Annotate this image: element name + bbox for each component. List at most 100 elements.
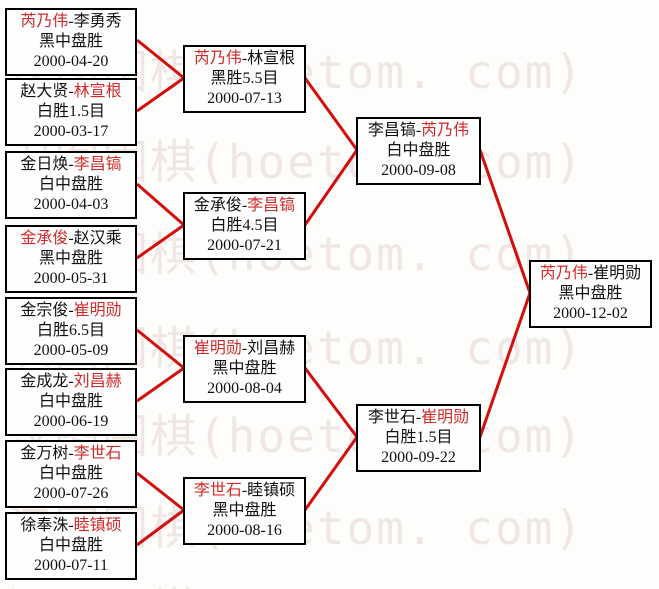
match-result: 白中盘胜: [38, 176, 103, 193]
match-players: 芮乃伟-崔明勋: [531, 264, 650, 284]
watermark-text: 汉图围棋(hoetom. com): [6, 574, 584, 589]
match-players: 崔明勋-刘昌赫: [185, 339, 304, 359]
match-result: 白胜1.5目: [384, 429, 453, 446]
match-players: 芮乃伟-李勇秀: [7, 12, 135, 32]
match-players: 金宗俊-崔明勋: [7, 301, 135, 321]
player1-name: 赵大贤: [20, 83, 69, 100]
match-box-round2-3: 崔明勋-刘昌赫 黑中盘胜 2000-08-04: [183, 335, 306, 403]
name-separator: -: [241, 340, 248, 357]
player2-name: 林宣根: [247, 50, 296, 67]
player2-name: 睦镇硕: [247, 482, 296, 499]
match-box-semifinal-1: 李昌镐-芮乃伟 白中盘胜 2000-09-08: [356, 117, 481, 185]
match-result: 白中盘胜: [386, 142, 451, 159]
match-date: 2000-09-08: [381, 162, 456, 179]
match-players: 金万树-李世石: [7, 444, 135, 464]
match-players: 徐奉洙-睦镇硕: [7, 516, 135, 536]
match-box-round1-8: 徐奉洙-睦镇硕 白中盘胜 2000-07-11: [5, 512, 137, 580]
match-date: 2000-04-03: [33, 196, 109, 213]
match-box-round2-2: 金承俊-李昌镐 白胜4.5目 2000-07-21: [183, 192, 306, 260]
player1-name: 芮乃伟: [193, 50, 242, 67]
match-date: 2000-06-19: [33, 413, 109, 430]
match-players: 李世石-崔明勋: [358, 408, 479, 428]
match-date: 2000-08-16: [207, 522, 282, 539]
player1-name: 金万树: [20, 445, 69, 462]
match-date: 2000-05-31: [33, 270, 109, 287]
player1-name: 李世石: [367, 409, 416, 426]
match-date: 2000-07-11: [33, 557, 109, 574]
match-date: 2000-03-17: [33, 123, 109, 140]
match-players: 芮乃伟-林宣根: [185, 49, 304, 69]
match-result: 黑中盘胜: [212, 360, 277, 377]
match-date: 2000-05-09: [33, 342, 109, 359]
match-players: 金承俊-李昌镐: [185, 196, 304, 216]
player2-name: 睦镇硕: [73, 517, 122, 534]
player1-name: 芮乃伟: [539, 265, 588, 282]
name-separator: -: [68, 302, 74, 319]
name-separator: -: [415, 409, 422, 426]
name-separator: -: [68, 445, 74, 462]
match-result: 白中盘胜: [38, 537, 103, 554]
match-result: 白胜6.5目: [36, 322, 105, 339]
match-date: 2000-07-26: [33, 485, 109, 502]
match-players: 金日焕-李昌镐: [7, 155, 135, 175]
name-separator: -: [587, 265, 594, 282]
player2-name: 林宣根: [73, 83, 122, 100]
match-result: 白胜1.5目: [36, 103, 105, 120]
match-box-round1-4: 金承俊-赵汉乘 黑中盘胜 2000-05-31: [5, 225, 137, 293]
name-separator: -: [68, 13, 74, 30]
match-date: 2000-12-02: [553, 305, 628, 322]
match-date: 2000-07-21: [207, 237, 282, 254]
match-players: 李昌镐-芮乃伟: [358, 121, 479, 141]
name-separator: -: [68, 156, 74, 173]
player2-name: 芮乃伟: [421, 122, 470, 139]
player2-name: 崔明勋: [421, 409, 470, 426]
player1-name: 李世石: [193, 482, 242, 499]
name-separator: -: [68, 230, 74, 247]
player2-name: 李昌镐: [73, 156, 122, 173]
match-result: 黑中盘胜: [212, 502, 277, 519]
match-result: 黑中盘胜: [38, 250, 103, 267]
player2-name: 刘昌赫: [247, 340, 296, 357]
match-result: 白胜4.5目: [210, 217, 279, 234]
player2-name: 刘昌赫: [73, 373, 122, 390]
player1-name: 金承俊: [193, 197, 242, 214]
player1-name: 金成龙: [20, 373, 69, 390]
match-result: 黑中盘胜: [38, 33, 103, 50]
match-result: 白中盘胜: [38, 393, 103, 410]
name-separator: -: [68, 517, 74, 534]
player1-name: 李昌镐: [367, 122, 416, 139]
match-players: 赵大贤-林宣根: [7, 82, 135, 102]
match-date: 2000-07-13: [207, 90, 282, 107]
player1-name: 崔明勋: [193, 340, 242, 357]
player2-name: 崔明勋: [73, 302, 122, 319]
match-box-round1-5: 金宗俊-崔明勋 白胜6.5目 2000-05-09: [5, 297, 137, 365]
player2-name: 赵汉乘: [73, 230, 122, 247]
match-players: 金承俊-赵汉乘: [7, 229, 135, 249]
match-result: 白中盘胜: [38, 465, 103, 482]
name-separator: -: [415, 122, 422, 139]
player1-name: 徐奉洙: [20, 517, 69, 534]
player1-name: 芮乃伟: [20, 13, 69, 30]
player2-name: 李勇秀: [73, 13, 122, 30]
match-result: 黑中盘胜: [558, 285, 623, 302]
player1-name: 金宗俊: [20, 302, 69, 319]
name-separator: -: [241, 50, 248, 67]
match-box-round1-2: 赵大贤-林宣根 白胜1.5目 2000-03-17: [5, 78, 137, 146]
match-box-round1-7: 金万树-李世石 白中盘胜 2000-07-26: [5, 440, 137, 508]
match-box-round1-3: 金日焕-李昌镐 白中盘胜 2000-04-03: [5, 151, 137, 219]
match-box-round2-1: 芮乃伟-林宣根 黑胜5.5目 2000-07-13: [183, 45, 306, 113]
match-date: 2000-09-22: [381, 449, 456, 466]
match-date: 2000-04-20: [33, 53, 109, 70]
player2-name: 崔明勋: [593, 265, 642, 282]
match-date: 2000-08-04: [207, 380, 282, 397]
player2-name: 李世石: [73, 445, 122, 462]
name-separator: -: [241, 197, 248, 214]
match-box-final: 芮乃伟-崔明勋 黑中盘胜 2000-12-02: [529, 260, 652, 328]
match-result: 黑胜5.5目: [210, 70, 279, 87]
match-box-round1-6: 金成龙-刘昌赫 白中盘胜 2000-06-19: [5, 368, 137, 436]
match-box-round1-1: 芮乃伟-李勇秀 黑中盘胜 2000-04-20: [5, 8, 137, 76]
player2-name: 李昌镐: [247, 197, 296, 214]
name-separator: -: [68, 83, 74, 100]
